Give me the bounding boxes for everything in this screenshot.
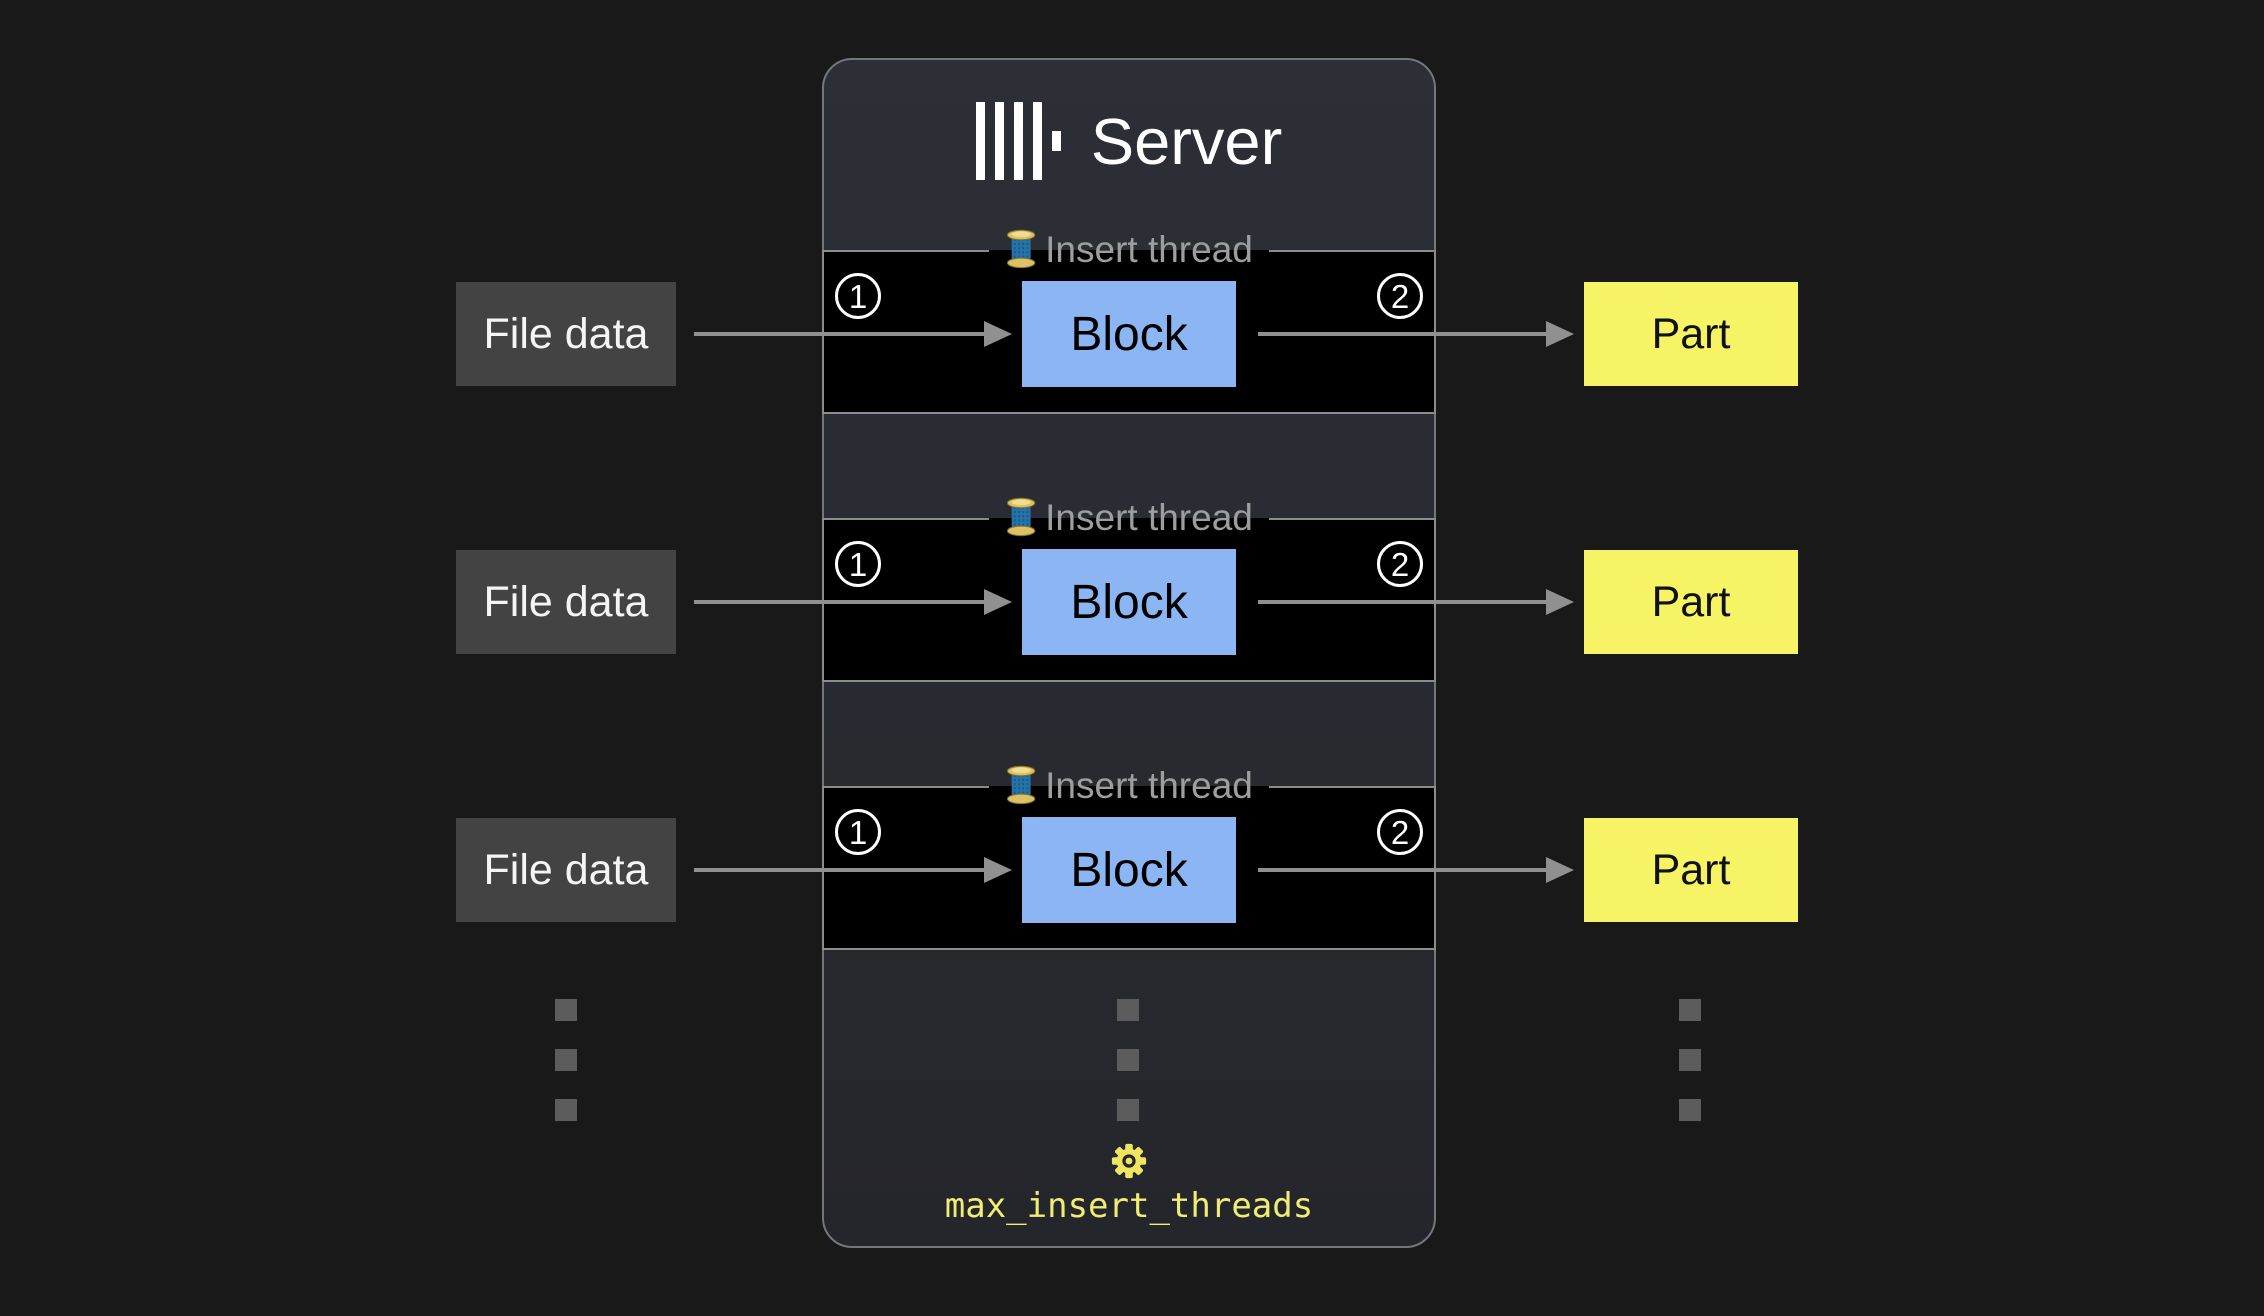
logo-bar-short <box>1051 131 1061 151</box>
ellipsis-dot <box>1117 1049 1139 1071</box>
step-1-badge: 1 <box>835 541 881 587</box>
logo-bar <box>994 102 1004 180</box>
ellipsis-server-column <box>1117 999 1139 1121</box>
band-border-segment <box>1269 518 1434 520</box>
logo-bar <box>1032 102 1042 180</box>
arrow-head <box>1546 321 1574 347</box>
arrow-head <box>984 857 1012 883</box>
arrow-line <box>1258 868 1546 872</box>
insert-thread-label: Insert thread <box>1045 228 1253 270</box>
server-title: Server <box>1090 104 1283 178</box>
insert-thread-label: Insert thread <box>1045 764 1253 806</box>
arrow-line <box>694 868 984 872</box>
file-data-box: File data <box>456 818 676 922</box>
thread-spool-icon <box>1006 497 1036 537</box>
setting-label: max_insert_threads <box>944 1186 1314 1226</box>
part-box: Part <box>1584 818 1798 922</box>
arrow-head <box>984 321 1012 347</box>
ellipsis-dot <box>1117 999 1139 1021</box>
step-2-badge: 2 <box>1377 809 1423 855</box>
ellipsis-dot <box>1679 1049 1701 1071</box>
arrow-head <box>1546 857 1574 883</box>
arrow-line <box>1258 600 1546 604</box>
logo-bar <box>975 102 985 180</box>
server-header: Server <box>822 66 1436 216</box>
part-box: Part <box>1584 550 1798 654</box>
insert-thread-legend: Insert thread <box>1005 765 1253 805</box>
ellipsis-dot <box>1117 1099 1139 1121</box>
block-box: Block <box>1022 549 1236 655</box>
part-box: Part <box>1584 282 1798 386</box>
arrow-line <box>1258 332 1546 336</box>
arrow-line <box>694 600 984 604</box>
insert-thread-legend: Insert thread <box>1005 229 1253 269</box>
ellipsis-file-column <box>555 999 577 1121</box>
arrow-head <box>1546 589 1574 615</box>
ellipsis-dot <box>555 1049 577 1071</box>
step-2-badge: 2 <box>1377 273 1423 319</box>
logo-bar <box>1013 102 1023 180</box>
arrow-head <box>984 589 1012 615</box>
file-data-box: File data <box>456 282 676 386</box>
ellipsis-dot <box>1679 999 1701 1021</box>
ellipsis-dot <box>555 999 577 1021</box>
arrow-line <box>694 332 984 336</box>
ellipsis-dot <box>555 1099 577 1121</box>
file-data-box: File data <box>456 550 676 654</box>
gear-icon <box>1111 1143 1147 1179</box>
thread-spool-icon <box>1006 765 1036 805</box>
band-border-segment <box>1269 786 1434 788</box>
thread-spool-icon <box>1006 229 1036 269</box>
insert-thread-label: Insert thread <box>1045 496 1253 538</box>
band-border-segment <box>824 518 989 520</box>
band-border-segment <box>824 250 989 252</box>
insert-thread-band: Insert thread 1 2 Block <box>822 229 1436 414</box>
band-border-segment <box>1269 250 1434 252</box>
step-2-badge: 2 <box>1377 541 1423 587</box>
block-box: Block <box>1022 817 1236 923</box>
step-1-badge: 1 <box>835 273 881 319</box>
ellipsis-dot <box>1679 1099 1701 1121</box>
ellipsis-part-column <box>1679 999 1701 1121</box>
block-box: Block <box>1022 281 1236 387</box>
band-border-segment <box>824 786 989 788</box>
server-setting: max_insert_threads <box>822 1142 1436 1223</box>
step-1-badge: 1 <box>835 809 881 855</box>
clickhouse-logo-icon <box>975 101 1061 181</box>
insert-thread-legend: Insert thread <box>1005 497 1253 537</box>
